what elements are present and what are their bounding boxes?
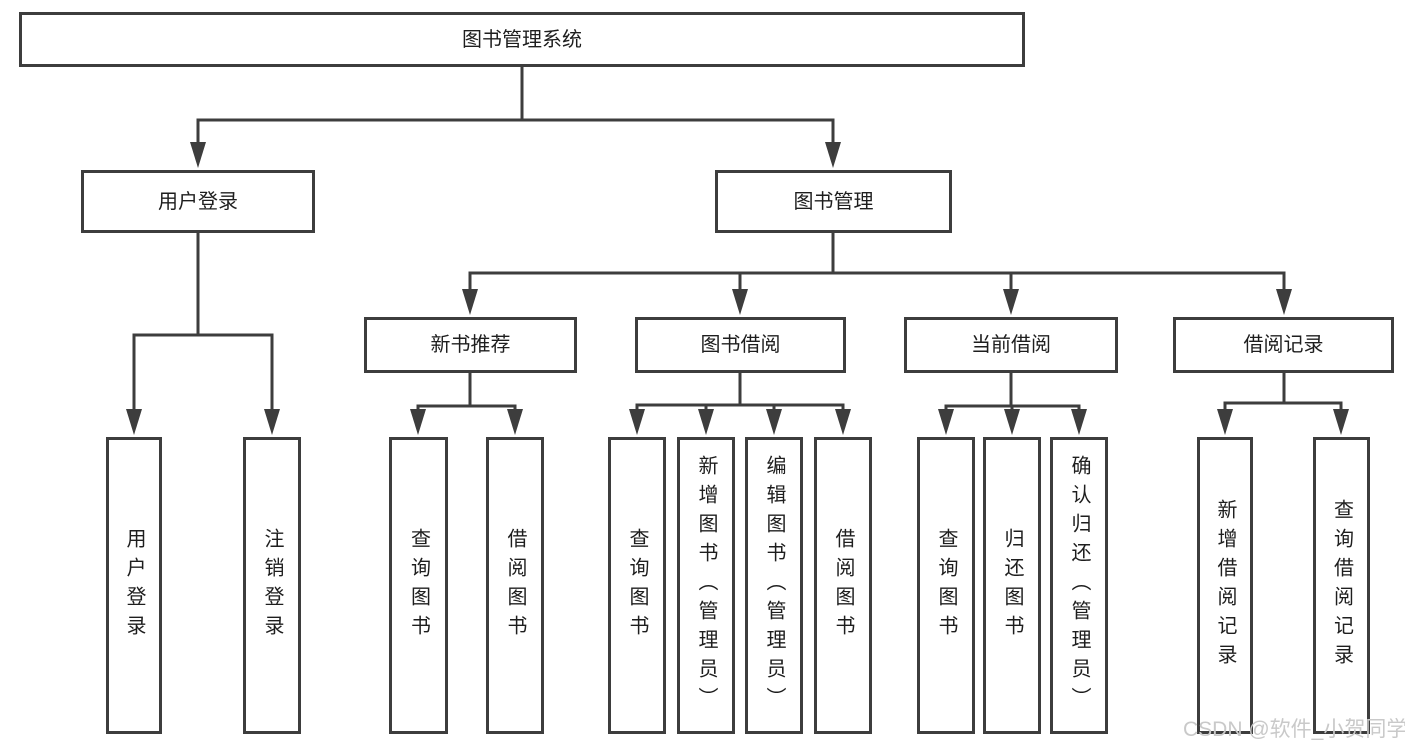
leaf-edit-books-admin-label: 编辑图书（管理员） <box>763 455 785 716</box>
leaf-add-books-admin-label: 新增图书（管理员） <box>695 455 717 716</box>
leaf-return-books-label: 归还图书 <box>1001 527 1023 644</box>
leaf-logout-label: 注销登录 <box>261 527 283 644</box>
node-root-label: 图书管理系统 <box>462 28 582 51</box>
leaf-edit-books-admin: 编辑图书（管理员） <box>745 437 803 734</box>
leaf-query-books-1: 查询图书 <box>389 437 448 734</box>
leaf-borrow-books-1: 借阅图书 <box>486 437 544 734</box>
leaf-confirm-return-admin: 确认归还（管理员） <box>1050 437 1108 734</box>
node-borrowing-records-label: 借阅记录 <box>1243 334 1324 356</box>
node-borrowing-records: 借阅记录 <box>1173 317 1394 373</box>
node-book-borrowing: 图书借阅 <box>635 317 846 373</box>
node-current-borrowing: 当前借阅 <box>904 317 1118 373</box>
node-user-login: 用户登录 <box>81 170 315 233</box>
leaf-query-books-2: 查询图书 <box>608 437 666 734</box>
watermark: CSDN @软件_小贺同学 <box>1183 718 1405 741</box>
leaf-add-borrow-record: 新增借阅记录 <box>1197 437 1253 734</box>
node-book-borrowing-label: 图书借阅 <box>700 334 781 356</box>
leaf-query-books-3: 查询图书 <box>917 437 975 734</box>
node-user-login-label: 用户登录 <box>158 190 238 213</box>
node-book-management: 图书管理 <box>715 170 952 233</box>
leaf-query-books-3-label: 查询图书 <box>935 527 957 644</box>
leaf-add-books-admin: 新增图书（管理员） <box>677 437 735 734</box>
leaf-user-login: 用户登录 <box>106 437 162 734</box>
leaf-query-books-1-label: 查询图书 <box>407 527 430 644</box>
node-root: 图书管理系统 <box>19 12 1025 67</box>
leaf-query-books-2-label: 查询图书 <box>626 527 648 644</box>
leaf-user-login-label: 用户登录 <box>123 527 145 644</box>
leaf-add-borrow-record-label: 新增借阅记录 <box>1214 498 1236 673</box>
leaf-borrow-books-1-label: 借阅图书 <box>504 527 526 644</box>
leaf-borrow-books-2: 借阅图书 <box>814 437 872 734</box>
leaf-query-borrow-record: 查询借阅记录 <box>1313 437 1370 734</box>
node-current-borrowing-label: 当前借阅 <box>971 334 1051 356</box>
node-new-book-recommend: 新书推荐 <box>364 317 577 373</box>
leaf-return-books: 归还图书 <box>983 437 1041 734</box>
node-book-management-label: 图书管理 <box>793 190 874 213</box>
leaf-confirm-return-admin-label: 确认归还（管理员） <box>1068 455 1090 716</box>
leaf-borrow-books-2-label: 借阅图书 <box>832 527 854 644</box>
leaf-query-borrow-record-label: 查询借阅记录 <box>1330 498 1353 673</box>
leaf-logout: 注销登录 <box>243 437 301 734</box>
node-new-book-recommend-label: 新书推荐 <box>430 334 511 356</box>
